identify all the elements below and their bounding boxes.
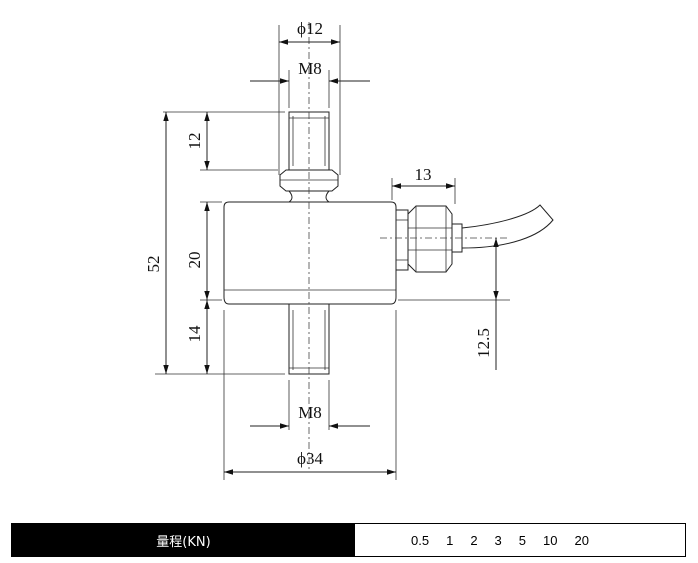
range-value: 1	[446, 532, 454, 548]
dim-bottom-thread: M8	[298, 403, 322, 422]
dim-top-diameter: ϕ12	[297, 19, 323, 38]
dimension-lines	[163, 39, 499, 475]
extension-lines	[155, 25, 510, 480]
range-value: 5	[518, 532, 527, 548]
dim-body-diameter: ϕ34	[297, 449, 323, 468]
part-outline	[223, 111, 554, 375]
range-spec-table: 量程(KN) 0.5 1 2 3 5 10 20	[11, 523, 686, 557]
range-value: 3	[494, 532, 502, 548]
dim-cable-height: 12.5	[474, 328, 493, 358]
range-value: 0.5	[411, 532, 430, 548]
dim-top-thread: M8	[298, 59, 322, 78]
dim-top-height: 12	[185, 133, 204, 150]
load-cell-technical-drawing: ϕ12 M8 12 52 20 14 13 12.5 M8 ϕ34	[144, 19, 554, 480]
dim-total-height: 52	[144, 256, 163, 273]
dim-cable-offset: 13	[415, 165, 432, 184]
range-value: 10	[543, 532, 558, 548]
range-value: 20	[574, 532, 589, 548]
range-values: 0.5 1 2 3 5 10 20	[355, 524, 685, 556]
range-value: 2	[470, 532, 478, 548]
center-lines	[308, 22, 510, 470]
dim-body-height: 20	[185, 252, 204, 269]
dim-bottom-height: 14	[185, 325, 204, 343]
range-label: 量程(KN)	[12, 524, 355, 556]
